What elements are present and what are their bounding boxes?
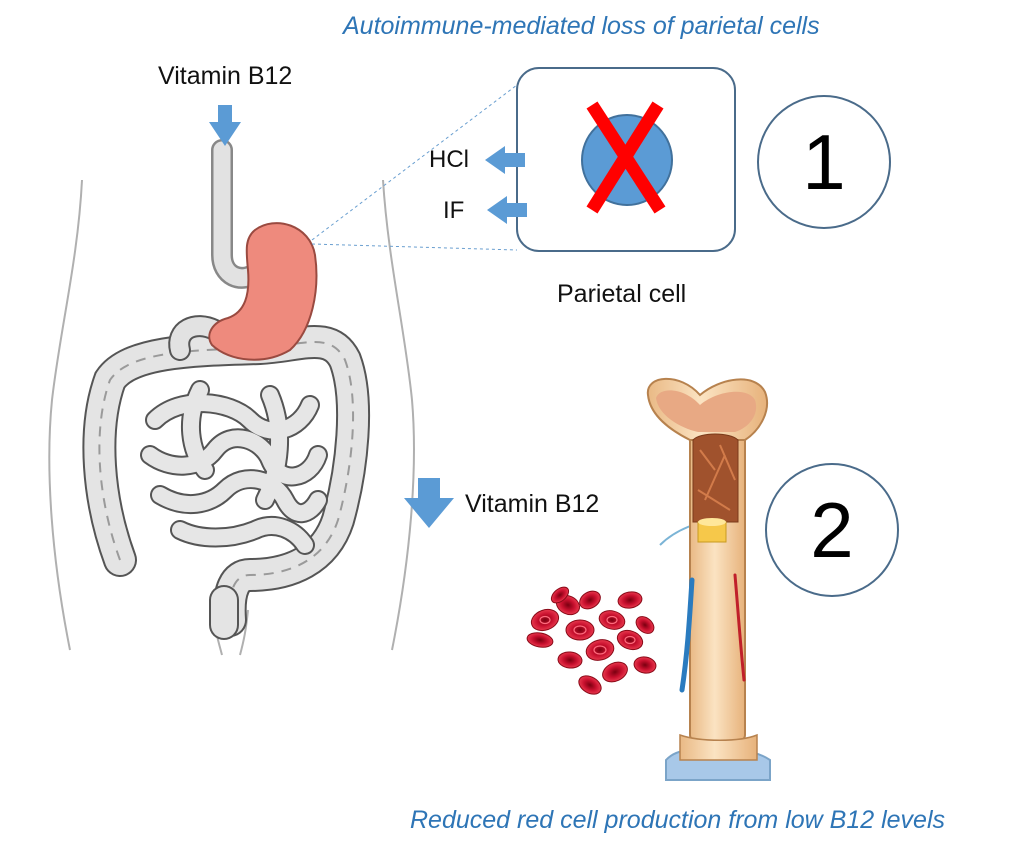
red-blood-cells — [526, 586, 657, 695]
duodenum — [168, 315, 226, 361]
step-2-circle — [765, 463, 899, 597]
hcl-arrow-icon — [485, 146, 525, 174]
caption-top: Autoimmune-mediated loss of parietal cel… — [343, 12, 820, 40]
bone — [646, 377, 771, 781]
zoom-lines — [311, 84, 518, 251]
step-1-number: 1 — [802, 118, 846, 206]
step-1-circle — [757, 95, 891, 229]
parietal-cell-label: Parietal cell — [557, 280, 687, 308]
if-arrow-icon — [487, 196, 527, 224]
vitamin-b12-intake-label: Vitamin B12 — [158, 62, 293, 90]
if-label: IF — [443, 197, 465, 224]
large-intestine — [82, 324, 371, 640]
caption-bottom: Reduced red cell production from low B12… — [410, 806, 945, 834]
arrow-down-icon — [209, 105, 241, 146]
small-intestine — [140, 380, 328, 555]
red-x-icon — [586, 101, 666, 214]
rbc-highlights — [539, 615, 636, 655]
hcl-label: HCl — [429, 146, 469, 173]
vitamin-b12-low-label: Vitamin B12 — [465, 490, 600, 518]
step-2-number: 2 — [810, 486, 854, 574]
arrow-down-icon — [404, 478, 454, 528]
stomach — [208, 222, 318, 361]
